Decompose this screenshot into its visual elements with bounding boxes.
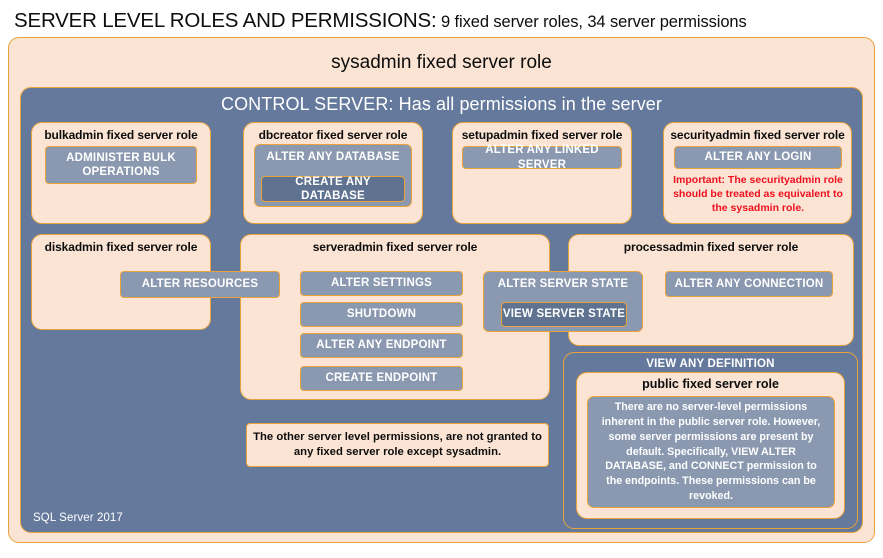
- page-title: SERVER LEVEL ROLES AND PERMISSIONS: 9 fi…: [14, 9, 874, 35]
- bulkadmin-role-label: bulkadmin fixed server role: [44, 128, 198, 142]
- setupadmin-role-box: [452, 122, 632, 224]
- securityadmin-warning-note: Important: The securityadmin role should…: [673, 174, 843, 215]
- permission-alter-resources: ALTER RESOURCES: [120, 271, 280, 298]
- diskadmin-role-label: diskadmin fixed server role: [44, 240, 198, 254]
- public-role-note: There are no server-level permissions in…: [587, 396, 835, 508]
- permission-create-endpoint: CREATE ENDPOINT: [300, 366, 463, 391]
- securityadmin-role-box: [663, 122, 852, 224]
- control-server-label: CONTROL SERVER: Has all permissions in t…: [220, 94, 663, 114]
- public-role-label: public fixed server role: [642, 377, 779, 391]
- dbcreator-role-label: dbcreator fixed server role: [258, 128, 408, 142]
- page-title-rest: 9 fixed server roles, 34 server permissi…: [436, 13, 747, 31]
- setupadmin-role-label: setupadmin fixed server role: [461, 128, 623, 142]
- serveradmin-role-label: serveradmin fixed server role: [312, 240, 478, 254]
- processadmin-role-label: processadmin fixed server role: [623, 240, 799, 254]
- permission-create-any-database: CREATE ANY DATABASE: [261, 176, 405, 202]
- permission-administer-bulk-operations: ADMINISTER BULK OPERATIONS: [45, 146, 197, 184]
- other-permissions-note: The other server level permissions, are …: [246, 423, 549, 467]
- page-title-strong: SERVER LEVEL ROLES AND PERMISSIONS:: [14, 9, 437, 32]
- permission-alter-any-login: ALTER ANY LOGIN: [674, 146, 842, 169]
- permission-view-server-state: VIEW SERVER STATE: [501, 302, 627, 327]
- permission-alter-any-endpoint: ALTER ANY ENDPOINT: [300, 333, 463, 358]
- sysadmin-role-label: sysadmin fixed server role: [331, 52, 552, 73]
- footer-label: SQL Server 2017: [33, 512, 123, 524]
- securityadmin-role-label: securityadmin fixed server role: [670, 128, 845, 142]
- permission-view-any-definition-label: VIEW ANY DEFINITION: [646, 358, 775, 370]
- permission-alter-any-connection: ALTER ANY CONNECTION: [665, 271, 833, 297]
- permission-alter-any-linked-server: ALTER ANY LINKED SERVER: [462, 144, 622, 171]
- permission-shutdown: SHUTDOWN: [300, 302, 463, 327]
- permission-alter-settings: ALTER SETTINGS: [300, 271, 463, 296]
